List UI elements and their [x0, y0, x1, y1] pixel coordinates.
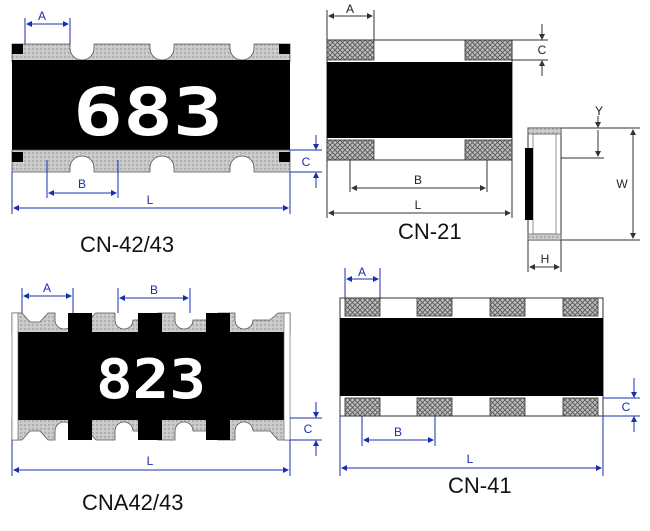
cn41-terminal-b4	[562, 397, 599, 417]
dim-label-b: B	[414, 173, 422, 187]
cn21-terminal-tl	[326, 39, 375, 61]
cn41-dim-l: L	[339, 416, 604, 476]
dim-label-w: W	[616, 177, 628, 191]
dim-label-b: B	[78, 177, 86, 191]
cna42-dim-a: A	[21, 281, 74, 313]
cn41-resistor-band	[340, 318, 603, 396]
dim-label-b: B	[150, 283, 158, 297]
dim-label-c: C	[538, 43, 547, 57]
dim-label-a: A	[346, 2, 354, 16]
dim-label-a: A	[358, 265, 366, 279]
cn21-diagram: A C B L CN-21	[326, 2, 548, 244]
side-view-diagram: Y W H	[525, 104, 640, 272]
dim-label-c: C	[622, 400, 631, 414]
cn41-terminal-b3	[489, 397, 526, 417]
cna42-dim-b: B	[117, 283, 191, 313]
cn21-dim-c: C	[512, 24, 548, 76]
dim-label-l: L	[415, 198, 422, 212]
cn41-terminal-t1	[344, 297, 381, 317]
dim-label-h: H	[541, 252, 550, 266]
side-view-terminal-top	[527, 127, 562, 135]
cna42-post-1	[68, 313, 92, 440]
dim-label-b: B	[394, 425, 402, 439]
side-dim-h: H	[527, 240, 562, 272]
cn21-terminal-tr	[464, 39, 513, 61]
dim-label-l: L	[147, 193, 154, 207]
cn41-dim-b: B	[361, 416, 436, 446]
cna42-marking-code: 823	[96, 348, 206, 411]
cn42-top-terminals	[11, 43, 291, 63]
cn21-caption: CN-21	[398, 219, 462, 244]
cn42-dim-l: L	[11, 172, 291, 214]
cn41-terminal-b2	[416, 397, 453, 417]
side-view-inner	[532, 133, 557, 235]
cn41-terminal-t2	[416, 297, 453, 317]
cn42-dim-c: C	[290, 135, 322, 188]
cn42-bottom-terminals	[11, 149, 291, 173]
cn21-dim-b: B	[349, 160, 488, 192]
cna42-end-right	[283, 312, 291, 441]
side-view-element	[525, 148, 533, 220]
dim-label-c: C	[302, 155, 311, 169]
cn42-dim-a: A	[24, 9, 71, 44]
cna42-dim-l: L	[11, 440, 291, 476]
dim-label-a: A	[38, 9, 46, 23]
cn42-code-box: 683	[68, 74, 228, 151]
cn41-terminal-t3	[489, 297, 526, 317]
side-dim-y: Y	[561, 104, 604, 159]
cn41-terminal-b1	[344, 397, 381, 417]
cn21-dim-a: A	[326, 2, 375, 40]
cn42-diagram: 683 A B L C CN-4	[11, 9, 322, 257]
cn21-dim-l: L	[326, 160, 513, 218]
cn41-diagram: A C B L CN-41	[339, 265, 640, 498]
cna42-end-left	[11, 312, 19, 441]
cn21-terminal-br	[464, 139, 513, 161]
cn41-dim-c: C	[603, 378, 640, 432]
cna42-diagram: 823 A B C L CNA4	[11, 281, 322, 515]
dim-label-l: L	[467, 452, 474, 466]
dim-label-c: C	[304, 422, 313, 436]
cn21-terminal-bl	[326, 139, 375, 161]
cna42-code-box: 823	[92, 348, 210, 411]
dim-label-y: Y	[595, 104, 603, 118]
cn42-marking-code: 683	[73, 74, 223, 151]
side-dim-w: W	[561, 127, 640, 241]
cn42-dim-b: B	[46, 160, 119, 198]
dim-label-l: L	[147, 454, 154, 468]
cn41-terminal-t4	[562, 297, 599, 317]
cn41-caption: CN-41	[448, 473, 512, 498]
cn42-caption: CN-42/43	[80, 232, 174, 257]
cn21-resistor-band	[327, 62, 512, 138]
cna42-dim-c: C	[290, 402, 322, 456]
cn41-dim-a: A	[344, 265, 381, 298]
cna42-caption: CNA42/43	[82, 490, 184, 515]
dim-label-a: A	[43, 281, 51, 295]
side-view-terminal-bottom	[527, 233, 562, 241]
